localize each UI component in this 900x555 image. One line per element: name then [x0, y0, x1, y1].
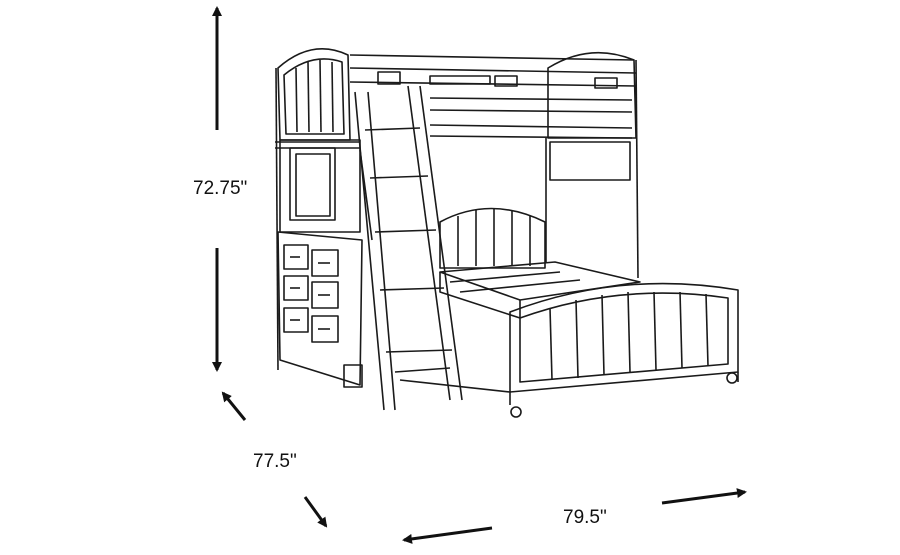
bed-outline	[275, 48, 739, 418]
width-label: 79.5"	[563, 507, 607, 528]
height-label: 72.75"	[193, 178, 248, 199]
depth-arrow	[221, 391, 328, 528]
width-arrow	[402, 488, 747, 544]
depth-label: 77.5"	[253, 451, 297, 472]
